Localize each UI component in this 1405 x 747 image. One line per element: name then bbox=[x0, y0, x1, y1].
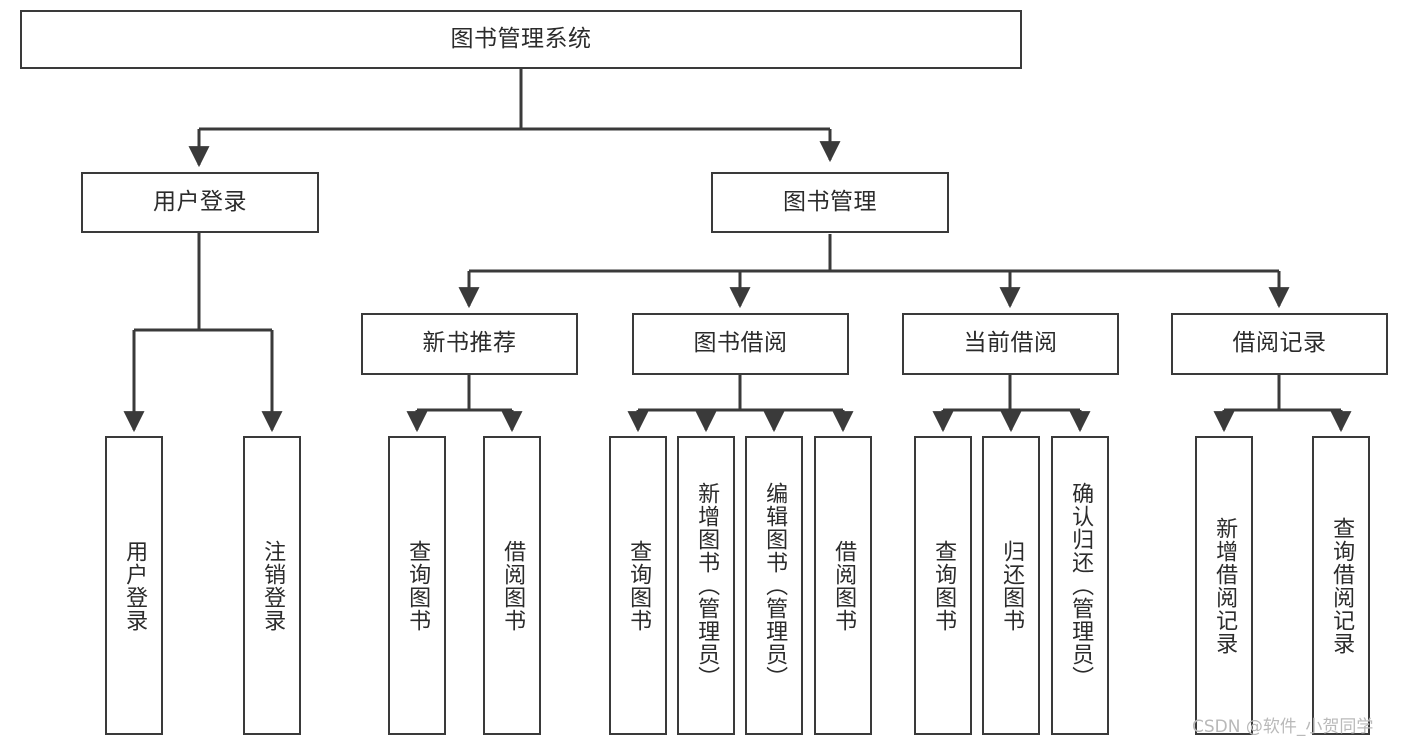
node-new-book-rec[interactable]: 新书推荐 bbox=[361, 313, 578, 375]
node-leaf-query-book-3[interactable]: 查询图书 bbox=[914, 436, 972, 735]
node-leaf-user-login[interactable]: 用户登录 bbox=[105, 436, 163, 735]
node-borrow-record-label: 借阅记录 bbox=[1232, 330, 1327, 357]
node-leaf-add-record[interactable]: 新增借阅记录 bbox=[1195, 436, 1253, 735]
node-root[interactable]: 图书管理系统 bbox=[20, 10, 1022, 69]
node-leaf-add-record-label: 新增借阅记录 bbox=[1212, 516, 1238, 655]
node-leaf-borrow-book-2-label: 借阅图书 bbox=[831, 539, 857, 632]
node-leaf-borrow-book-1[interactable]: 借阅图书 bbox=[483, 436, 541, 735]
node-leaf-edit-book-label: 编辑图书（管理员） bbox=[762, 482, 788, 689]
node-leaf-query-book-1-label: 查询图书 bbox=[405, 539, 431, 632]
node-leaf-return-book[interactable]: 归还图书 bbox=[982, 436, 1040, 735]
node-book-manage[interactable]: 图书管理 bbox=[711, 172, 949, 233]
node-root-label: 图书管理系统 bbox=[450, 25, 592, 52]
node-leaf-edit-book[interactable]: 编辑图书（管理员） bbox=[745, 436, 803, 735]
node-book-borrow-label: 图书借阅 bbox=[693, 330, 788, 357]
node-leaf-return-book-label: 归还图书 bbox=[999, 539, 1025, 632]
node-user-login-label: 用户登录 bbox=[153, 188, 247, 215]
node-leaf-query-book-1[interactable]: 查询图书 bbox=[388, 436, 446, 735]
node-leaf-add-book[interactable]: 新增图书（管理员） bbox=[677, 436, 735, 735]
watermark: CSDN @软件_小贺同学 bbox=[1192, 717, 1374, 737]
node-leaf-query-book-2[interactable]: 查询图书 bbox=[609, 436, 667, 735]
node-leaf-borrow-book-1-label: 借阅图书 bbox=[500, 539, 526, 632]
node-leaf-borrow-book-2[interactable]: 借阅图书 bbox=[814, 436, 872, 735]
node-leaf-add-book-label: 新增图书（管理员） bbox=[694, 482, 720, 689]
node-current-borrow-label: 当前借阅 bbox=[963, 330, 1058, 357]
node-leaf-query-record-label: 查询借阅记录 bbox=[1329, 516, 1355, 655]
node-leaf-query-record[interactable]: 查询借阅记录 bbox=[1312, 436, 1370, 735]
node-leaf-logout-label: 注销登录 bbox=[260, 539, 286, 632]
node-book-borrow[interactable]: 图书借阅 bbox=[632, 313, 849, 375]
node-leaf-user-login-label: 用户登录 bbox=[122, 539, 148, 632]
node-leaf-query-book-3-label: 查询图书 bbox=[931, 539, 957, 632]
node-user-login[interactable]: 用户登录 bbox=[81, 172, 319, 233]
node-borrow-record[interactable]: 借阅记录 bbox=[1171, 313, 1388, 375]
node-current-borrow[interactable]: 当前借阅 bbox=[902, 313, 1119, 375]
node-leaf-logout[interactable]: 注销登录 bbox=[243, 436, 301, 735]
node-book-manage-label: 图书管理 bbox=[783, 188, 877, 215]
node-new-book-rec-label: 新书推荐 bbox=[422, 330, 517, 357]
node-leaf-query-book-2-label: 查询图书 bbox=[626, 539, 652, 632]
node-leaf-confirm-return[interactable]: 确认归还（管理员） bbox=[1051, 436, 1109, 735]
node-leaf-confirm-return-label: 确认归还（管理员） bbox=[1068, 482, 1094, 689]
